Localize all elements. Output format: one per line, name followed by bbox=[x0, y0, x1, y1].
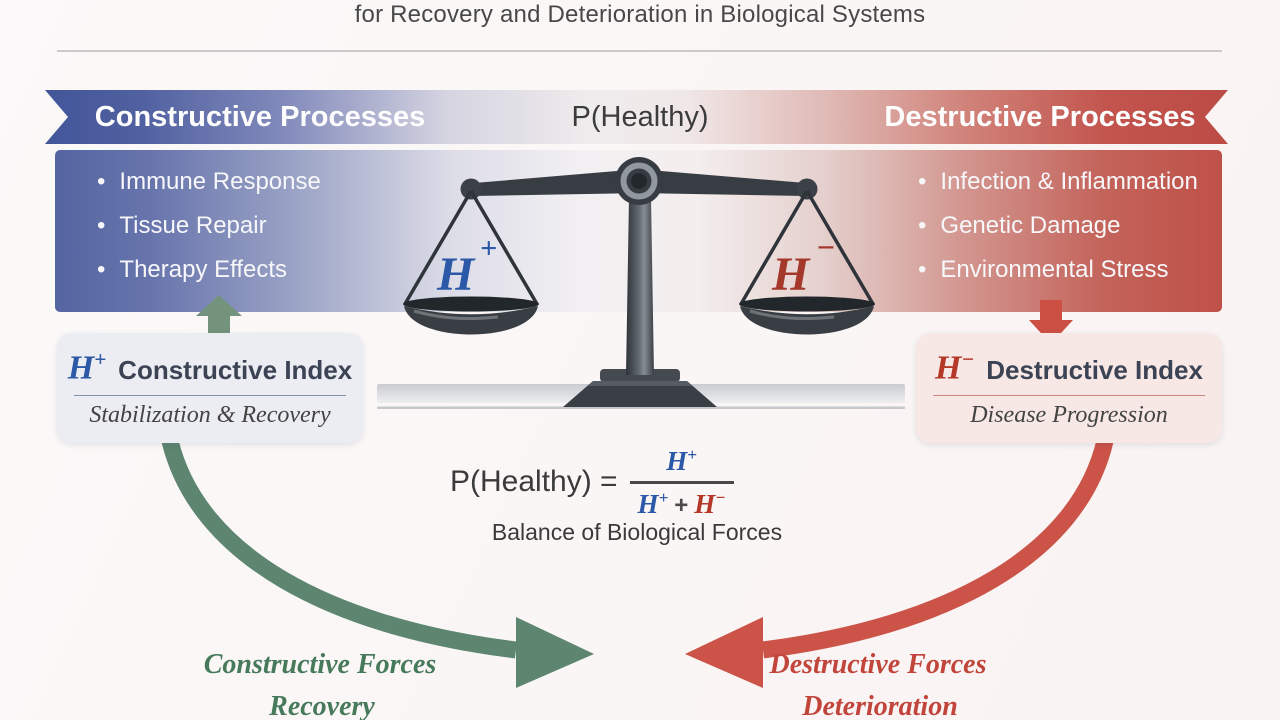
formula-numerator: H+ bbox=[666, 445, 697, 476]
formula-fraction: H+ H+ + H− bbox=[629, 445, 734, 520]
constructive-index-title: Constructive Index bbox=[118, 354, 353, 385]
h-minus-pan-label: H bbox=[771, 248, 811, 301]
fraction-bar bbox=[629, 481, 734, 484]
pivot-hub-icon bbox=[615, 157, 663, 205]
list-item-label: Therapy Effects bbox=[119, 256, 288, 283]
list-item: • Genetic Damage bbox=[918, 212, 1198, 240]
h-minus-symbol: H− bbox=[935, 347, 975, 387]
list-item: • Tissue Repair bbox=[97, 212, 321, 240]
list-item-label: Tissue Repair bbox=[119, 212, 267, 239]
list-item-label: Immune Response bbox=[119, 168, 321, 195]
destructive-flow-arrow bbox=[685, 439, 1114, 688]
p-healthy-header: P(Healthy) bbox=[571, 101, 709, 133]
scale-pan-right bbox=[737, 295, 877, 336]
scale-base bbox=[563, 369, 717, 407]
box-divider bbox=[933, 394, 1205, 396]
constructive-list: • Immune Response • Tissue Repair • Ther… bbox=[97, 168, 321, 284]
pan-strings bbox=[403, 190, 875, 305]
scale-pan-left bbox=[401, 295, 541, 336]
destructive-header: Destructive Processes bbox=[884, 101, 1196, 133]
destructive-list: • Infection & Inflammation • Genetic Dam… bbox=[918, 168, 1198, 284]
bullet-icon: • bbox=[918, 168, 927, 195]
header-ribbon bbox=[45, 90, 1228, 144]
title-divider bbox=[57, 50, 1222, 52]
h-plus-sup-label: + bbox=[480, 232, 497, 265]
beam-sphere-right bbox=[796, 178, 818, 200]
destructive-index-subtitle: Disease Progression bbox=[970, 401, 1168, 428]
bullet-icon: • bbox=[918, 256, 927, 283]
formula-caption: Balance of Biological Forces bbox=[491, 519, 783, 545]
bullet-icon: • bbox=[97, 256, 106, 283]
deterioration-label: Deterioration bbox=[802, 691, 958, 720]
destructive-forces-label: Destructive Forces bbox=[769, 649, 987, 680]
list-item: • Immune Response bbox=[97, 168, 321, 196]
constructive-index-box: H+ Constructive Index Stabilization & Re… bbox=[57, 333, 363, 443]
list-item-label: Environmental Stress bbox=[940, 256, 1169, 283]
scale-beam bbox=[474, 169, 806, 196]
list-item: • Infection & Inflammation bbox=[918, 168, 1198, 196]
h-plus-pan-label: H bbox=[436, 248, 476, 301]
h-plus-symbol: H+ bbox=[67, 347, 107, 387]
constructive-flow-arrow bbox=[161, 438, 594, 688]
constructive-header: Constructive Processes bbox=[94, 101, 426, 133]
scale-column bbox=[626, 198, 654, 375]
formula-denominator: H+ + H− bbox=[637, 487, 726, 519]
list-item-label: Genetic Damage bbox=[940, 212, 1121, 239]
bullet-icon: • bbox=[97, 212, 106, 239]
up-arrow-icon bbox=[196, 295, 242, 337]
bullet-icon: • bbox=[97, 168, 106, 195]
h-minus-sup-label: − bbox=[816, 229, 835, 265]
recovery-label: Recovery bbox=[269, 691, 375, 720]
formula-lhs: P(Healthy) = bbox=[450, 465, 618, 499]
beam-sphere-left bbox=[460, 178, 482, 200]
list-item: • Environmental Stress bbox=[918, 256, 1198, 284]
page-title: for Recovery and Deterioration in Biolog… bbox=[354, 1, 926, 28]
list-item: • Therapy Effects bbox=[97, 256, 321, 284]
p-healthy-formula: P(Healthy) = H+ H+ + H− bbox=[450, 445, 734, 520]
list-item-label: Infection & Inflammation bbox=[940, 168, 1198, 195]
down-arrow-icon bbox=[1029, 300, 1073, 344]
box-divider bbox=[74, 394, 346, 396]
bullet-icon: • bbox=[918, 212, 927, 239]
destructive-index-box: H− Destructive Index Disease Progression bbox=[916, 333, 1222, 443]
destructive-index-title: Destructive Index bbox=[986, 354, 1203, 385]
constructive-forces-label: Constructive Forces bbox=[203, 649, 437, 680]
constructive-index-subtitle: Stabilization & Recovery bbox=[89, 401, 331, 428]
